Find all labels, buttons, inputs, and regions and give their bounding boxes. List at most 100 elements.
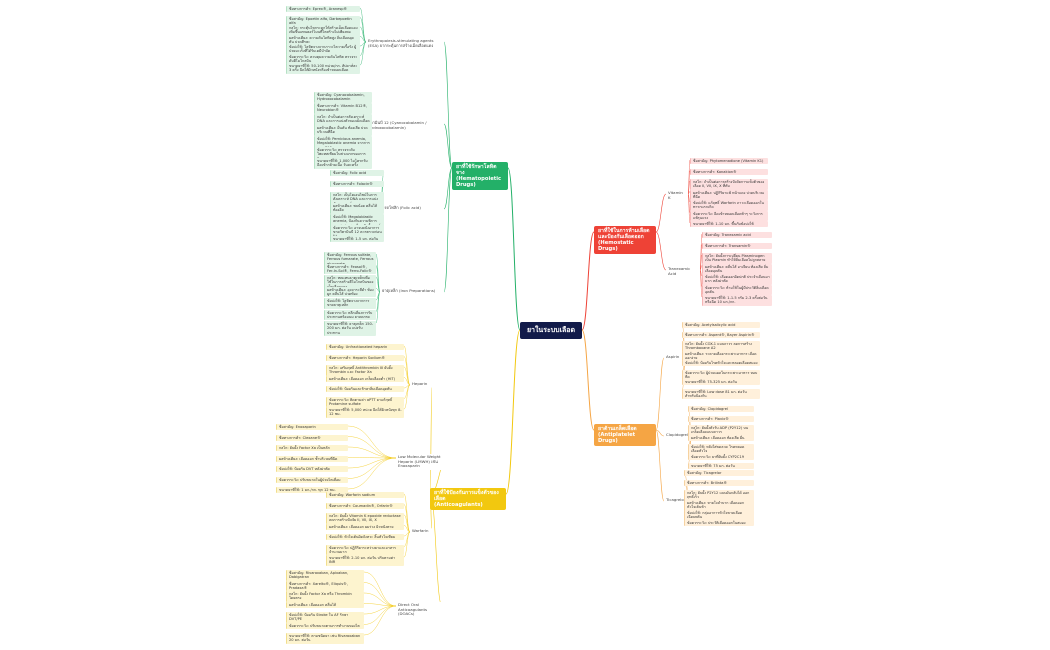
group-iron[interactable]: ธาตุเหล็ก (Iron Preparations)	[380, 288, 444, 295]
leaf-lmwh[interactable]: กลไก: ยับยั้ง Factor Xa เป็นหลัก	[276, 445, 348, 452]
leaf-b12[interactable]: ชื่อทางการค้า: Vitamin B12®, Neurobion®	[314, 103, 372, 114]
group-ticagrelor[interactable]: Ticagrelor	[664, 497, 690, 504]
leaf-b12[interactable]: ขนาดยาที่ใช้: 1,000 ไมโครกรัม ฉีดเข้ากล้…	[314, 158, 372, 169]
leaf-clopidogrel[interactable]: กลไก: ยับยั้งตัวรับ ADP (P2Y12) บนเกล็ดเ…	[688, 425, 754, 436]
branch-hemostatic[interactable]: ยาที่ใช้ในการห้ามเลือดและป้องกันเลือดออก…	[594, 226, 656, 254]
leaf-folic[interactable]: ผลข้างเคียง: พบน้อย คลื่นไส้ ท้องอืด	[330, 203, 384, 214]
leaf-vitk[interactable]: ชื่อสามัญ: Phytomenadione (Vitamin K1)	[690, 158, 768, 165]
leaf-epo[interactable]: กลไก: กระตุ้นไขกระดูกให้สร้างเม็ดเลือดแด…	[286, 25, 360, 36]
leaf-heparin[interactable]: ข้อบ่งใช้: ป้องกันและรักษาลิ่มเลือดอุดตั…	[326, 386, 404, 393]
leaf-doac[interactable]: ผลข้างเคียง: เลือดออก คลื่นไส้	[286, 601, 364, 608]
leaf-vitk[interactable]: ข้อบ่งใช้: แก้ฤทธิ์ Warfarin ภาวะเลือดออ…	[690, 200, 768, 211]
leaf-vitk[interactable]: ชื่อทางการค้า: Konakion®	[690, 168, 768, 175]
leaf-folic[interactable]: ชื่อทางการค้า: Folacin®	[330, 181, 384, 188]
group-txa[interactable]: Tranexamic Acid	[666, 266, 700, 277]
branch-antiplatelet[interactable]: ยาต้านเกล็ดเลือด (Antiplatelet Drugs)	[594, 424, 656, 446]
leaf-ticagrelor[interactable]: กลไก: ยับยั้ง P2Y12 แบบผันกลับได้ ออกฤทธ…	[684, 490, 754, 501]
group-folic[interactable]: กรดโฟลิก (Folic acid)	[380, 205, 444, 212]
branch-hematopoietic[interactable]: ยาที่ใช้รักษาโลหิตจาง (Hematopoietic Dru…	[452, 162, 508, 190]
leaf-warfarin[interactable]: ขนาดยาที่ใช้: 2-10 มก. ต่อวัน ปรับตามค่า…	[326, 555, 404, 566]
leaf-lmwh[interactable]: ข้อบ่งใช้: ป้องกัน DVT หลังผ่าตัด	[276, 466, 348, 473]
group-heparin[interactable]: Heparin	[410, 381, 432, 388]
leaf-heparin[interactable]: ชื่อสามัญ: Unfractionated heparin	[326, 344, 404, 351]
leaf-aspirin[interactable]: ผลข้างเคียง: ระคายเคืองกระเพาะอาหาร เลือ…	[682, 350, 760, 362]
group-aspirin[interactable]: Aspirin	[664, 354, 686, 361]
leaf-folic[interactable]: ชื่อสามัญ: Folic acid	[330, 170, 384, 177]
branch-anticoag[interactable]: ยาที่ใช้ป้องกันการแข็งตัวของเลือด (Antic…	[430, 488, 506, 510]
leaf-epo[interactable]: ข้อควรระวัง: ควบคุมความดันโลหิต ตรวจระดั…	[286, 53, 360, 65]
leaf-ticagrelor[interactable]: ชื่อทางการค้า: Brilinta®	[684, 480, 754, 487]
leaf-iron[interactable]: ขนาดยาที่ใช้: ธาตุเหล็ก 150-200 มก. ต่อว…	[324, 321, 376, 336]
group-b12[interactable]: วิตามินบี 12 (Cyanocobalamin / Hydroxoco…	[366, 120, 444, 131]
leaf-doac[interactable]: ข้อควรระวัง: ปรับขนาดตามการทำงานของไต	[286, 622, 364, 629]
leaf-warfarin[interactable]: ข้อควรระวัง: ปฏิกิริยาระหว่างยาและอาหารจ…	[326, 544, 404, 556]
leaf-lmwh[interactable]: ข้อควรระวัง: ปรับขนาดในผู้ป่วยไตเสื่อม	[276, 476, 348, 483]
leaf-warfarin[interactable]: กลไก: ยับยั้ง Vitamin K epoxide reductas…	[326, 513, 404, 524]
group-doac[interactable]: Direct Oral Anticoagulants (DOACs)	[396, 602, 442, 618]
leaf-heparin[interactable]: ผลข้างเคียง: เลือดออก เกล็ดเลือดต่ำ (HIT…	[326, 375, 404, 382]
leaf-aspirin[interactable]: ข้อควรระวัง: ผู้ป่วยแผลในกระเพาะอาหาร หอ…	[682, 369, 760, 381]
leaf-ticagrelor[interactable]: ข้อควรระวัง: ประวัติเลือดออกในสมอง	[684, 520, 754, 527]
leaf-iron[interactable]: ข้อบ่งใช้: โลหิตจางจากการขาดธาตุเหล็ก	[324, 298, 376, 309]
leaf-aspirin[interactable]: กลไก: ยับยั้ง COX-1 แบบถาวร ลดการสร้าง T…	[682, 341, 760, 352]
leaf-heparin[interactable]: กลไก: เสริมฤทธิ์ Antithrombin III ยับยั้…	[326, 365, 404, 376]
leaf-aspirin[interactable]: ขนาดยาที่ใช้: 75-325 มก. ต่อวัน	[682, 379, 760, 386]
group-vitk[interactable]: Vitamin K	[666, 190, 688, 201]
leaf-clopidogrel[interactable]: ขนาดยาที่ใช้: 75 มก. ต่อวัน	[688, 463, 754, 470]
leaf-iron[interactable]: ข้อควรระวัง: หลีกเลี่ยงการรับประทานพร้อม…	[324, 309, 376, 321]
leaf-clopidogrel[interactable]: ข้อควรระวัง: ยาที่ยับยั้ง CYP2C19	[688, 453, 754, 460]
leaf-warfarin[interactable]: ชื่อสามัญ: Warfarin sodium	[326, 492, 404, 499]
leaf-txa[interactable]: ข้อควรระวัง: ห้ามใช้ในผู้มีประวัติลิ่มเล…	[702, 284, 772, 296]
leaf-vitk[interactable]: กลไก: จำเป็นต่อการสร้างปัจจัยการแข็งตัวข…	[690, 179, 768, 190]
leaf-clopidogrel[interactable]: ชื่อสามัญ: Clopidogrel	[688, 406, 754, 413]
leaf-clopidogrel[interactable]: ข้อบ่งใช้: หลังใส่ขดลวด โรคหลอดเลือดหัวใ…	[688, 444, 754, 455]
leaf-warfarin[interactable]: ชื่อทางการค้า: Coumadin®, Orfarin®	[326, 502, 404, 509]
leaf-txa[interactable]: ชื่อสามัญ: Tranexamic acid	[702, 232, 772, 239]
leaf-txa[interactable]: ขนาดยาที่ใช้: 1-1.5 กรัม 2-3 ครั้งต่อวัน…	[702, 295, 772, 306]
leaf-iron[interactable]: ชื่อทางการค้า: Feosol®, Fer-In-Sol®, Fer…	[324, 263, 376, 275]
leaf-txa[interactable]: ชื่อทางการค้า: Transamin®	[702, 242, 772, 249]
leaf-lmwh[interactable]: ขนาดยาที่ใช้: 1 มก./กก. ทุก 12 ชม.	[276, 487, 348, 494]
leaf-ticagrelor[interactable]: ข้อบ่งใช้: กลุ่มอาการหัวใจขาดเลือดเฉียบพ…	[684, 510, 754, 521]
leaf-doac[interactable]: ชื่อทางการค้า: Xarelto®, Eliquis®, Prada…	[286, 580, 364, 592]
leaf-vitk[interactable]: ผลข้างเคียง: ปฏิกิริยาแพ้ หน้าแดง ปวดบริ…	[690, 189, 768, 201]
leaf-clopidogrel[interactable]: ผลข้างเคียง: เลือดออก ท้องเสีย ผื่น	[688, 434, 754, 441]
leaf-lmwh[interactable]: ชื่อทางการค้า: Clexane®	[276, 434, 348, 441]
leaf-aspirin[interactable]: ชื่อสามัญ: Acetylsalicylic acid	[682, 322, 760, 329]
leaf-doac[interactable]: ชื่อสามัญ: Rivaroxaban, Apixaban, Dabiga…	[286, 570, 364, 581]
leaf-epo[interactable]: ผลข้างเคียง: ความดันโลหิตสูง ลิ่มเลือดอุ…	[286, 34, 360, 46]
leaf-heparin[interactable]: ชื่อทางการค้า: Heparin Sodium®	[326, 354, 404, 361]
leaf-heparin[interactable]: ข้อควรระวัง: ติดตามค่า aPTT ยาแก้ฤทธิ์ P…	[326, 396, 404, 408]
leaf-warfarin[interactable]: ข้อบ่งใช้: หัวใจเต้นผิดจังหวะ ลิ้นหัวใจเ…	[326, 534, 404, 541]
group-clopidogrel[interactable]: Clopidogrel	[664, 432, 692, 439]
leaf-txa[interactable]: กลไก: ยับยั้งการเปลี่ยน Plasminogen เป็น…	[702, 253, 772, 264]
leaf-aspirin[interactable]: ข้อบ่งใช้: ป้องกันโรคหัวใจและหลอดเลือดสม…	[682, 360, 760, 367]
leaf-txa[interactable]: ผลข้างเคียง: คลื่นไส้ อาเจียน ท้องเสีย ล…	[702, 263, 772, 275]
leaf-clopidogrel[interactable]: ชื่อทางการค้า: Plavix®	[688, 415, 754, 422]
leaf-epo[interactable]: ข้อบ่งใช้: โลหิตจางจากภาวะไตวายเรื้อรัง …	[286, 44, 360, 55]
group-warfarin[interactable]: Warfarin	[410, 528, 432, 535]
leaf-epo[interactable]: ขนาดยาที่ใช้: 50-100 หน่วย/กก. สัปดาห์ละ…	[286, 63, 360, 74]
leaf-warfarin[interactable]: ผลข้างเคียง: เลือดออก ผมร่วง ผิวหนังตาย	[326, 523, 404, 530]
leaf-ticagrelor[interactable]: ผลข้างเคียง: หายใจลำบาก เลือดออก หัวใจเต…	[684, 500, 754, 511]
leaf-b12[interactable]: ผลข้างเคียง: ผื่นคัน ท้องเสีย ปวดบริเวณท…	[314, 125, 372, 136]
leaf-lmwh[interactable]: ผลข้างเคียง: เลือดออก ช้ำบริเวณที่ฉีด	[276, 455, 348, 462]
root-topic[interactable]: ยาในระบบเลือด	[520, 322, 582, 339]
leaf-txa[interactable]: ข้อบ่งใช้: เลือดออกผิดปกติ ประจำเดือนมาม…	[702, 274, 772, 285]
leaf-vitk[interactable]: ข้อควรระวัง: ฉีดเข้าหลอดเลือดช้าๆ ระวังก…	[690, 210, 768, 222]
leaf-doac[interactable]: ขนาดยาที่ใช้: ตามชนิดยา เช่น Rivaroxaban…	[286, 633, 364, 644]
leaf-heparin[interactable]: ขนาดยาที่ใช้: 5,000 หน่วย ฉีดใต้ผิวหนังท…	[326, 407, 404, 418]
leaf-doac[interactable]: ข้อบ่งใช้: ป้องกัน Stroke ใน AF รักษา DV…	[286, 612, 364, 623]
leaf-aspirin[interactable]: ขนาดยาที่ใช้: Low dose 81 มก. ต่อวัน สำห…	[682, 388, 760, 400]
leaf-iron[interactable]: ผลข้างเคียง: อุจจาระสีดำ ท้องผูก คลื่นไส…	[324, 286, 376, 298]
leaf-folic[interactable]: ขนาดยาที่ใช้: 1-5 มก. ต่อวัน	[330, 236, 384, 243]
group-lmwh[interactable]: Low Molecular Weight Heparin (LMWH) เช่น…	[396, 454, 448, 470]
group-epo[interactable]: Erythropoiesis-stimulating agents (ESA) …	[366, 38, 444, 49]
leaf-ticagrelor[interactable]: ชื่อสามัญ: Ticagrelor	[684, 470, 754, 477]
leaf-epo[interactable]: ชื่อทางการค้า: Eprex®, Aranesp®	[286, 6, 360, 13]
leaf-b12[interactable]: ชื่อสามัญ: Cyanocobalamin, Hydroxocobala…	[314, 92, 372, 103]
leaf-doac[interactable]: กลไก: ยับยั้ง Factor Xa หรือ Thrombin โด…	[286, 591, 364, 602]
leaf-epo[interactable]: ชื่อสามัญ: Epoetin alfa, Darbepoetin alf…	[286, 15, 360, 27]
leaf-lmwh[interactable]: ชื่อสามัญ: Enoxaparin	[276, 424, 348, 431]
leaf-vitk[interactable]: ขนาดยาที่ใช้: 1-10 มก. ขึ้นกับข้อบ่งใช้	[690, 221, 768, 228]
